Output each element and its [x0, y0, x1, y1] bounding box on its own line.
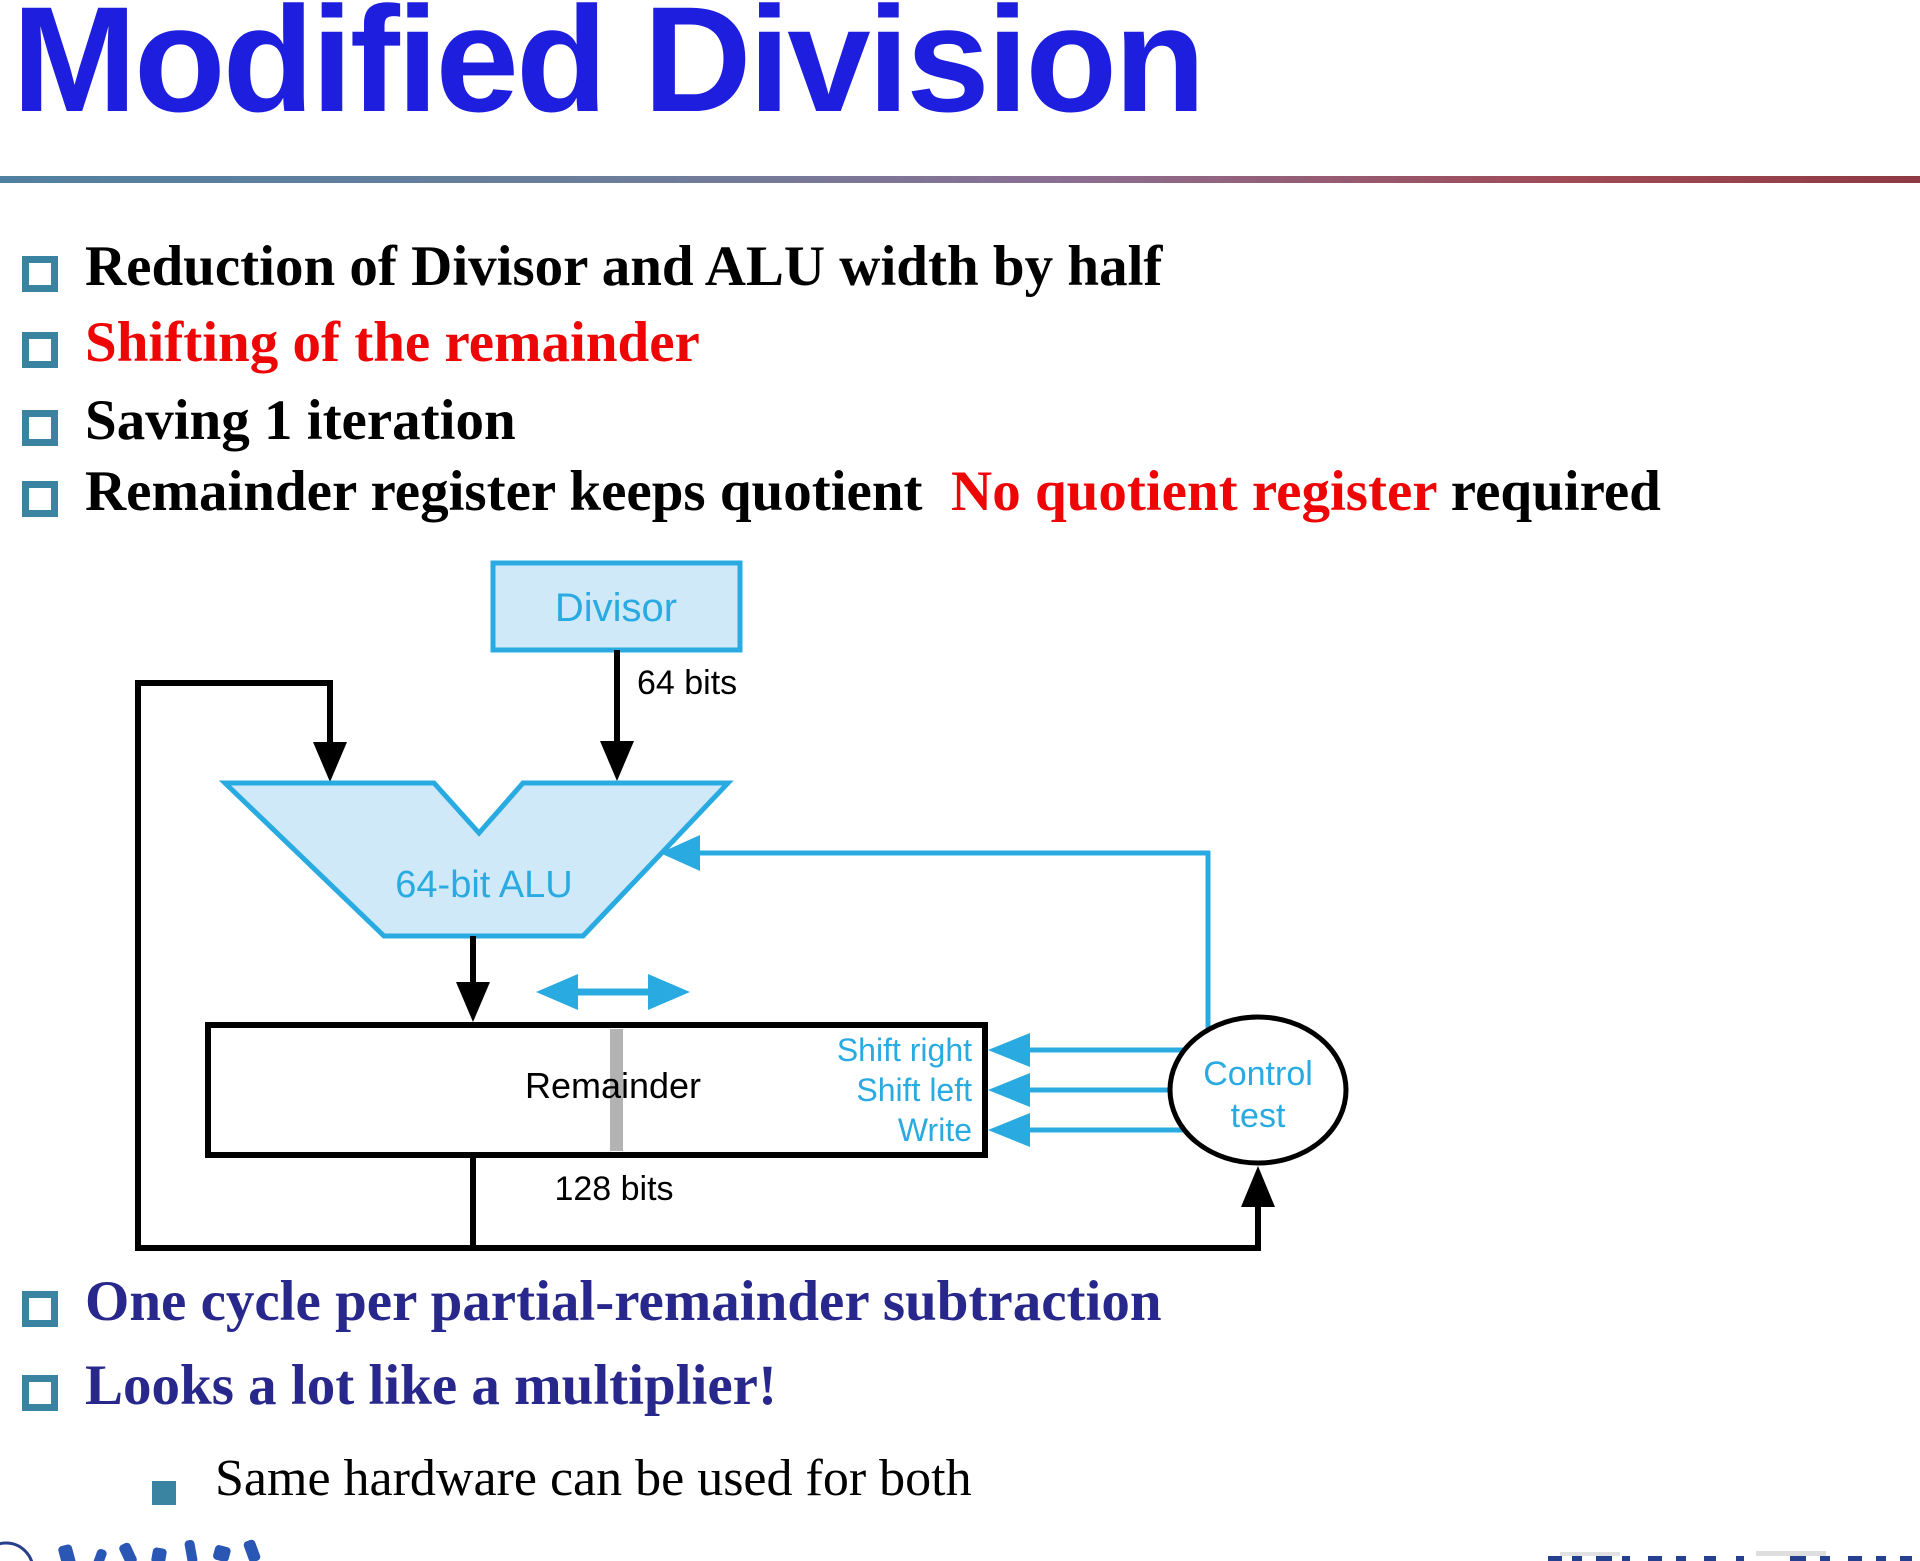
- fragment-glyph-top: [1596, 1556, 1612, 1561]
- fragment-glyph-top: [1848, 1556, 1862, 1561]
- title-divider-rule: [0, 176, 1920, 183]
- logo-script-stroke: [58, 1544, 76, 1561]
- bullet-remainder-quotient: Remainder register keeps quotient No quo…: [85, 463, 1661, 520]
- remainder-register-box: [205, 1022, 988, 1158]
- bullet-text-part: Remainder register keeps quotient: [85, 460, 952, 523]
- bullet-square-icon: [22, 332, 58, 368]
- logo-script-stroke: [151, 1547, 167, 1561]
- control-label-line1: Control: [1203, 1055, 1313, 1093]
- logo-script-stroke: [184, 1539, 198, 1561]
- logo-script-stroke: [119, 1542, 137, 1561]
- alu-shape: [218, 780, 734, 939]
- fragment-glyph-top: [1790, 1556, 1806, 1561]
- register-half-divider: [610, 1029, 623, 1151]
- fragment-glyph-top: [1676, 1556, 1686, 1561]
- fragment-glyph-top: [1704, 1556, 1716, 1561]
- fragment-glyph-top: [1900, 1556, 1912, 1561]
- bullet-square-icon: [22, 1375, 58, 1411]
- bottom-right-text-fragment: [1548, 1551, 1912, 1561]
- bullet-shifting: Shifting of the remainder: [85, 311, 700, 374]
- arrowhead-into-alu-icon: [660, 835, 700, 871]
- fragment-glyph-top: [1820, 1556, 1830, 1561]
- bullet-square-icon: [22, 256, 58, 292]
- arrowhead-divisor-input-icon: [600, 741, 634, 781]
- control-test-unit: [1167, 1014, 1349, 1166]
- fragment-glyph-top: [1736, 1556, 1744, 1561]
- arrowhead-alu-left-input-icon: [313, 742, 347, 782]
- shift-left-label: Shift left: [856, 1072, 972, 1108]
- register-width-label: 128 bits: [554, 1170, 673, 1208]
- logo-script-stroke: [213, 1545, 231, 1561]
- page-title: Modified Division: [12, 0, 1206, 143]
- divisor-width-label: 64 bits: [637, 664, 737, 702]
- divisor-register-box: [490, 560, 743, 653]
- bullet-saving: Saving 1 iteration: [85, 389, 516, 452]
- fragment-glyph-top: [1572, 1556, 1582, 1561]
- sub-bullet-square-icon: [152, 1481, 176, 1505]
- logo-script-stroke: [93, 1548, 107, 1561]
- arrowhead-alu-output-icon: [456, 982, 490, 1022]
- shift-double-arrow-right-icon: [648, 974, 690, 1010]
- sub-bullet-same-hardware: Same hardware can be used for both: [215, 1450, 972, 1507]
- fragment-glyph-top: [1622, 1556, 1630, 1561]
- divisor-label: Divisor: [555, 586, 677, 630]
- write-label: Write: [898, 1112, 972, 1148]
- fragment-glyph-top: [1876, 1556, 1886, 1561]
- arrowhead-control-input-icon: [1241, 1166, 1275, 1207]
- shift-right-label: Shift right: [837, 1032, 972, 1068]
- arrowhead-write-icon: [988, 1113, 1030, 1147]
- bullet-square-icon: [22, 410, 58, 446]
- logo-seal-icon: [0, 1541, 34, 1561]
- alu-label: 64-bit ALU: [395, 864, 572, 906]
- fragment-smudge: [1756, 1551, 1826, 1556]
- bullet-reduction: Reduction of Divisor and ALU width by ha…: [85, 235, 1163, 298]
- logo-script-stroke: [243, 1539, 261, 1561]
- fragment-glyph-top: [1548, 1556, 1562, 1561]
- arrowhead-shift-left-icon: [988, 1073, 1030, 1107]
- university-logo-fragment: [0, 1539, 261, 1561]
- bullet-text-highlight: No quotient register: [951, 460, 1437, 523]
- bullet-text-part: required: [1436, 460, 1661, 523]
- bullet-square-icon: [22, 1291, 58, 1327]
- bullet-square-icon: [22, 481, 58, 517]
- remainder-label: Remainder: [525, 1065, 701, 1106]
- bullet-one-cycle: One cycle per partial-remainder subtract…: [85, 1270, 1162, 1333]
- bullet-multiplier: Looks a lot like a multiplier!: [85, 1354, 777, 1417]
- fragment-glyph-top: [1648, 1556, 1662, 1561]
- control-label-line2: test: [1231, 1097, 1286, 1135]
- arrowhead-shift-right-icon: [988, 1033, 1030, 1067]
- fragment-smudge: [1560, 1552, 1620, 1556]
- shift-double-arrow-left-icon: [536, 974, 578, 1010]
